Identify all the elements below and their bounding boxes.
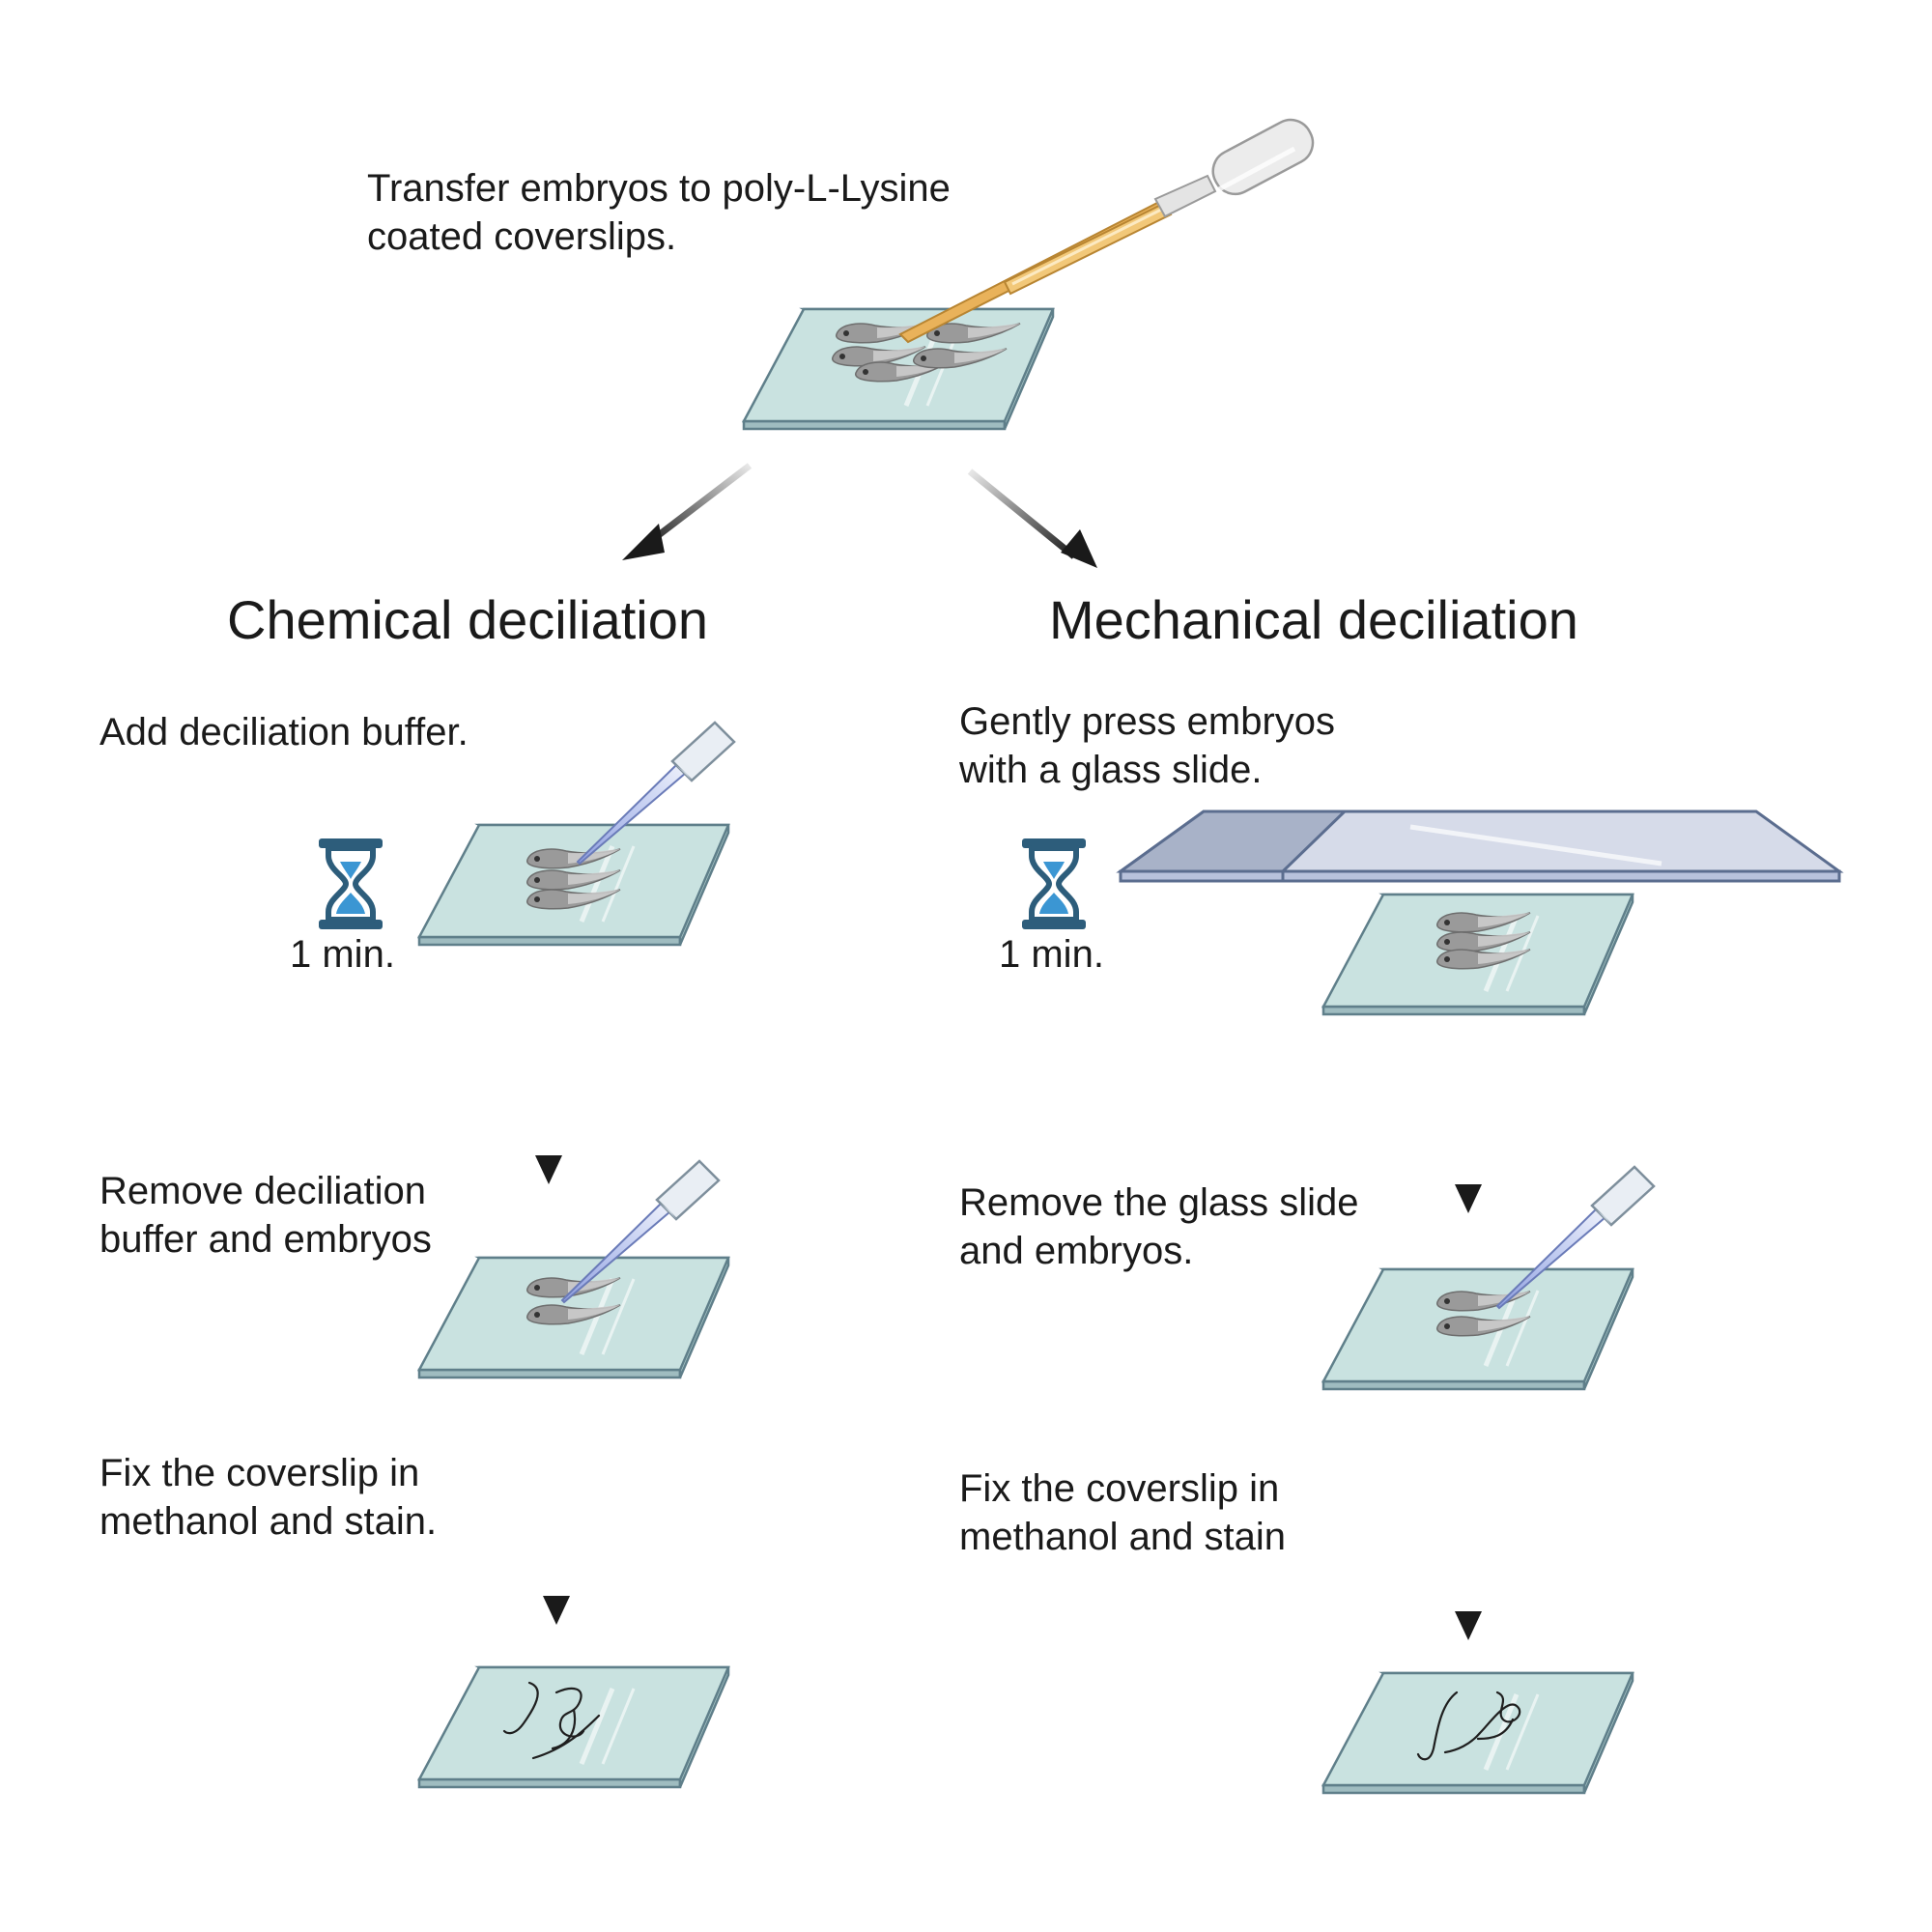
chemical-step-3-text: Fix the coverslip in methanol and stain. (99, 1449, 437, 1546)
mechanical-step-3-text: Fix the coverslip in methanol and stain (959, 1464, 1286, 1561)
cilia-icon (1416, 1690, 1521, 1761)
mechanical-step-3-line-2: methanol and stain (959, 1516, 1287, 1558)
chemical-step-2-line-1: Remove deciliation (99, 1170, 426, 1212)
chemical-step-3-line-1: Fix the coverslip in (99, 1452, 420, 1494)
arrow-icon (535, 1026, 562, 1184)
hourglass-icon (1022, 838, 1086, 929)
mechanical-timer-label: 1 min. (999, 933, 1104, 976)
chemical-deciliation-title: Chemical deciliation (227, 589, 709, 650)
transfer-step-line-2: coated coverslips. (367, 215, 677, 258)
hourglass-icon (319, 838, 383, 929)
chemical-step-2-line-2: buffer and embryos (99, 1218, 432, 1261)
chemical-step-1-line: Add deciliation buffer. (99, 711, 469, 753)
transfer-step-line-1: Transfer embryos to poly-L-Lysine (367, 167, 951, 210)
transfer-step-text: Transfer embryos to poly-L-Lysine coated… (367, 164, 951, 261)
mechanical-step-2-text: Remove the glass slide and embryos. (959, 1179, 1359, 1275)
chemical-step-1-text: Add deciliation buffer. (99, 708, 469, 756)
arrow-icon (1455, 1478, 1482, 1640)
arrow-icon (967, 469, 1097, 568)
chemical-step-3-line-2: methanol and stain. (99, 1500, 438, 1543)
mechanical-coverslip-3 (1323, 1673, 1633, 1793)
pasteur-pipette-icon (898, 118, 1315, 344)
glass-slide-icon (1116, 810, 1844, 883)
mechanical-step-1-line-2: with a glass slide. (959, 749, 1263, 791)
cilia-icon (502, 1681, 601, 1760)
chemical-step-2-text: Remove deciliation buffer and embryos (99, 1167, 432, 1264)
mechanical-step-1-text: Gently press embryos with a glass slide. (959, 697, 1335, 794)
arrow-icon (622, 463, 753, 560)
arrow-icon (543, 1463, 570, 1625)
mechanical-step-3-line-1: Fix the coverslip in (959, 1467, 1280, 1510)
mechanical-step-1-line-1: Gently press embryos (959, 700, 1336, 743)
mechanical-step-2-line-1: Remove the glass slide (959, 1181, 1359, 1224)
arrow-icon (1455, 1057, 1482, 1213)
mechanical-deciliation-title: Mechanical deciliation (1049, 589, 1578, 650)
chemical-timer-label: 1 min. (290, 933, 395, 976)
mechanical-step-2-line-2: and embryos. (959, 1230, 1194, 1272)
